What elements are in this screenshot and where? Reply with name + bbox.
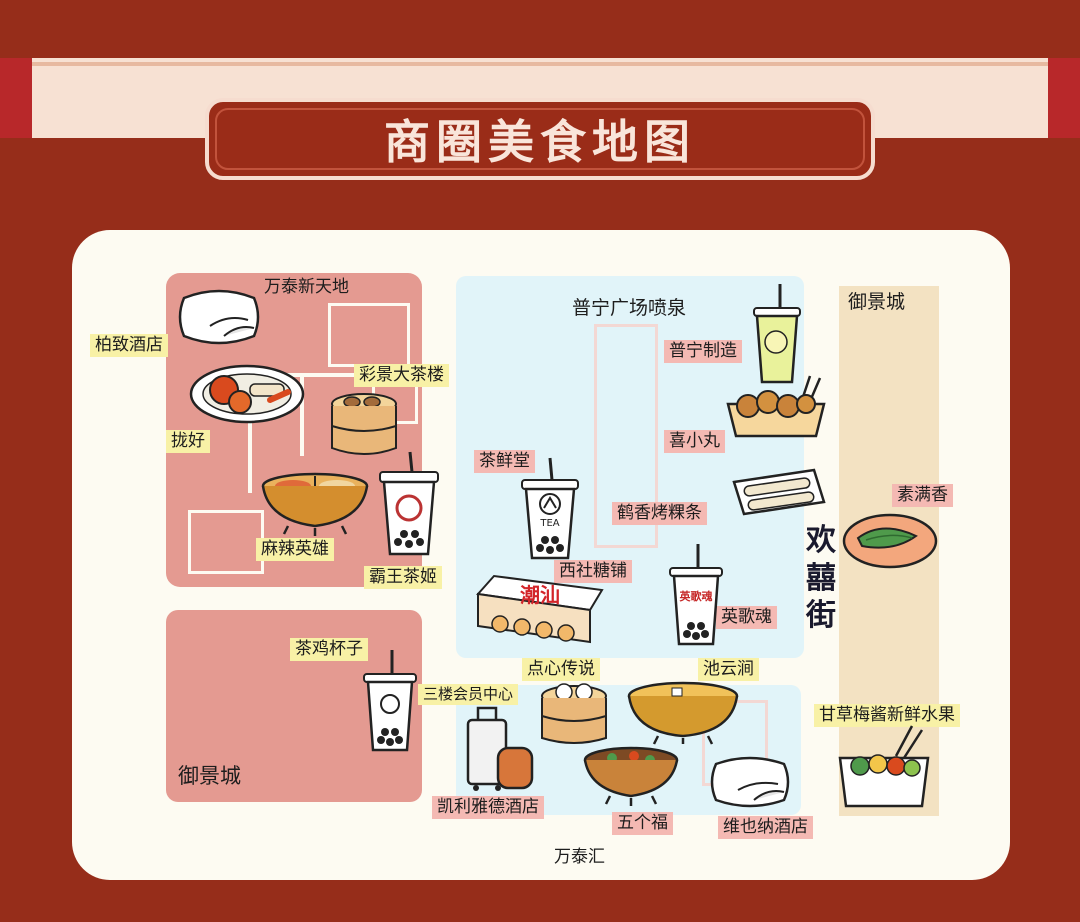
place-label-yinggehun: 英歌魂 — [716, 606, 777, 630]
place-label-malaying: 麻辣英雄 — [256, 538, 334, 562]
plaza-fountain-outline — [594, 324, 658, 548]
bubble-tea-icon — [379, 451, 439, 556]
place-label-chaji-beizi: 茶鸡杯子 — [290, 638, 368, 662]
place-label-bozhi-hotel: 柏致酒店 — [90, 334, 168, 358]
place-label-sanlou-member: 三楼会员中心 — [418, 684, 519, 705]
place-label-puning-zhizao: 普宁制造 — [664, 340, 742, 364]
rice-roll-icon — [732, 468, 826, 516]
header-band-line — [0, 62, 1080, 66]
area-label-puning-plaza: 普宁广场喷泉 — [572, 297, 687, 319]
place-label-longhao: 拢好 — [166, 430, 210, 454]
pillow-icon — [178, 289, 260, 345]
yinggehun-cup-text: 英歌魂 — [679, 589, 713, 603]
crayfish-plate-icon — [189, 364, 305, 424]
lemon-drink-icon — [753, 284, 801, 384]
place-label-dianxin: 点心传说 — [522, 658, 600, 682]
hot-pot-icon — [261, 472, 369, 536]
bubble-tea-icon — [363, 650, 417, 752]
place-label-chiyunjian: 池云涧 — [698, 658, 759, 682]
page-title: 商圈美食地图 — [384, 115, 696, 169]
area-label-yujingcheng-right: 御景城 — [848, 291, 906, 313]
place-label-kailiyade-hotel: 凯利雅德酒店 — [432, 796, 544, 820]
place-label-weiyena-hotel: 维也纳酒店 — [718, 816, 813, 840]
road — [300, 376, 304, 456]
place-label-sumanxiang: 素满香 — [892, 484, 953, 508]
fruit-bowl-icon — [838, 725, 930, 808]
pillow-icon — [710, 756, 790, 808]
header-band-left-edge — [0, 58, 32, 138]
place-label-xishe-tangpu: 西社糖铺 — [554, 560, 632, 584]
place-label-caijing-teahouse: 彩景大茶楼 — [354, 364, 449, 388]
luggage-icon — [466, 706, 534, 791]
stir-fry-pot-icon — [583, 746, 679, 806]
steamer-basket-icon — [541, 683, 607, 744]
bubble-tea-icon: 英歌魂 — [669, 544, 723, 646]
place-label-xixiaowan: 喜小丸 — [664, 430, 725, 454]
tea-cup-logo-text: TEA — [539, 518, 559, 529]
area-label-wantaihui: 万泰汇 — [554, 847, 605, 867]
place-label-gancao-fruit: 甘草梅酱新鲜水果 — [814, 704, 960, 728]
food-map: 万泰新天地 普宁广场喷泉 御景城 御景城 万泰汇 欢囍街 柏致酒店 彩景大茶楼 … — [72, 230, 1010, 880]
area-label-huanxi-street: 欢囍街 — [806, 523, 836, 633]
area-label-wantai-xintiandi: 万泰新天地 — [264, 277, 349, 297]
place-label-bawang-tea: 霸王茶姬 — [364, 566, 442, 590]
vegetable-plate-icon — [842, 513, 938, 569]
road — [248, 373, 252, 493]
block-outline — [328, 303, 410, 367]
road — [248, 373, 388, 377]
fried-balls-icon — [726, 375, 826, 438]
block-outline — [188, 510, 264, 574]
place-label-wugefu: 五个福 — [612, 812, 673, 836]
steamer-basket-icon — [331, 393, 397, 455]
place-label-chaxiantang: 茶鲜堂 — [474, 450, 535, 474]
candy-box-icon: 潮汕 — [476, 574, 604, 644]
soup-pot-icon — [627, 681, 739, 745]
title-banner: 商圈美食地图 — [205, 98, 875, 180]
tea-cup-icon: TEA — [521, 457, 579, 560]
area-label-yujingcheng-left: 御景城 — [178, 764, 241, 788]
header-band-right-edge — [1048, 58, 1080, 138]
place-label-hexiang-guotiao: 鹤香烤粿条 — [612, 502, 707, 526]
candy-box-text: 潮汕 — [520, 583, 560, 607]
